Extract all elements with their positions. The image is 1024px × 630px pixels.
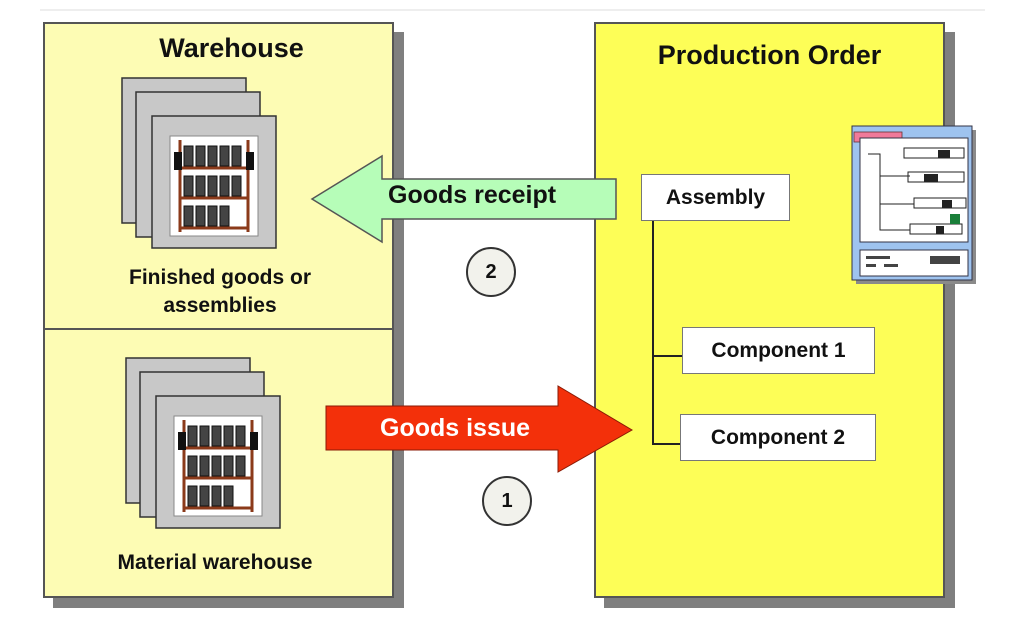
component-2-box: Component 2 xyxy=(680,414,876,461)
goods-issue-arrow xyxy=(325,385,633,473)
step-2-badge: 2 xyxy=(466,247,516,297)
tree-branch-1 xyxy=(652,355,683,357)
tree-branch-2 xyxy=(652,443,681,445)
warehouse-title: Warehouse xyxy=(159,33,304,63)
tree-trunk-line xyxy=(652,221,654,445)
finished-goods-shelf-icon xyxy=(121,77,277,249)
goods-receipt-arrow xyxy=(310,154,617,244)
material-warehouse-label: Material warehouse xyxy=(117,551,313,574)
production-order-panel xyxy=(594,22,945,598)
step-1-badge: 1 xyxy=(482,476,532,526)
top-divider xyxy=(40,9,985,11)
assembly-box: Assembly xyxy=(641,174,790,221)
production-order-title: Production Order xyxy=(657,40,882,70)
goods-issue-label: Goods issue xyxy=(380,414,531,442)
component-1-box: Component 1 xyxy=(682,327,875,374)
goods-receipt-label: Goods receipt xyxy=(388,181,557,209)
material-warehouse-shelf-icon xyxy=(125,357,281,529)
production-order-document-icon xyxy=(851,125,976,284)
finished-goods-label-line1: Finished goods or xyxy=(129,266,311,289)
finished-goods-label-line2: assemblies xyxy=(163,294,277,317)
warehouse-divider xyxy=(45,328,392,330)
